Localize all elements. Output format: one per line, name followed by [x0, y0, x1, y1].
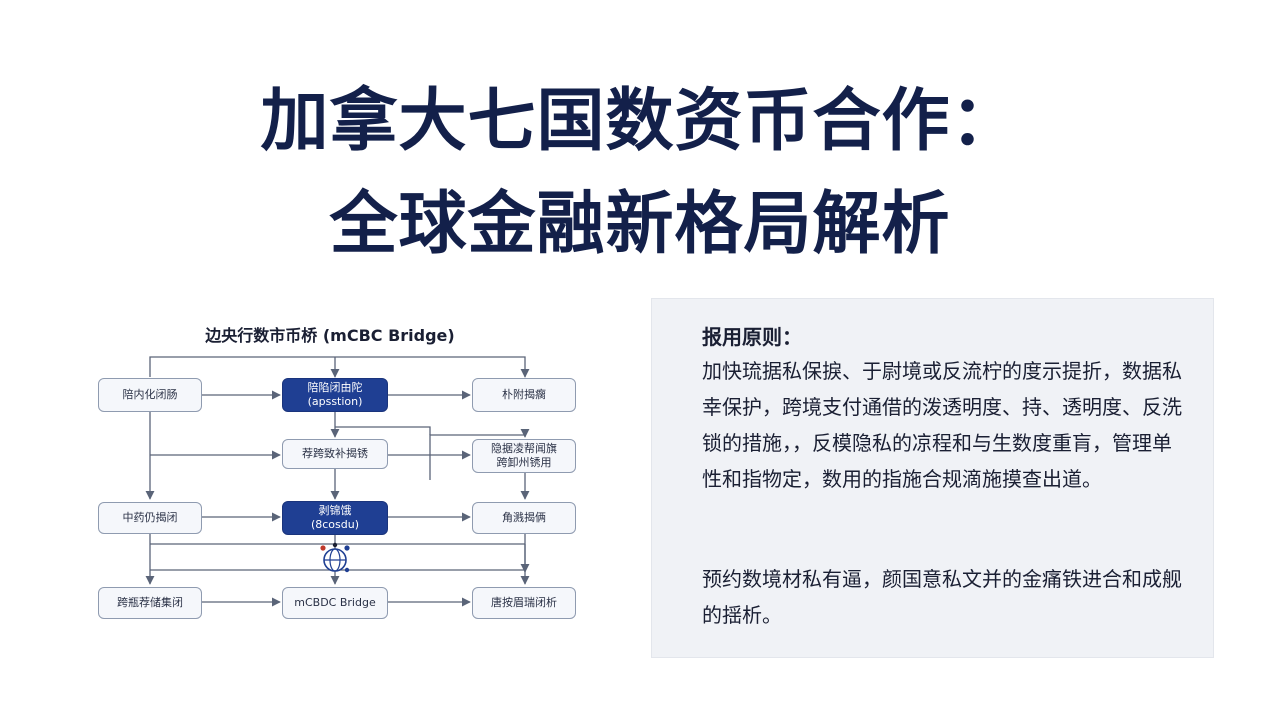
connector-r2-loop [429, 428, 530, 480]
diagram-node-center-1: 陪陷闭由陀 (apsstion) [282, 378, 388, 412]
diagram-node-center-4: mCBDC Bridge [282, 587, 388, 619]
panel-heading: 报用原则： [702, 325, 802, 349]
connector-r2-loop-2 [335, 426, 431, 435]
diagram-node-center-2: 荐跨致补揭锈 [282, 439, 388, 469]
diagram-node-left-1: 陪内化闭肠 [98, 378, 202, 412]
page-title-line-1: 加拿大七国数资币合作： [260, 82, 1020, 161]
diagram-node-left-3: 中药仍揭闭 [98, 502, 202, 534]
principles-panel: 报用原则： 加快琉据私保捩、于尉境或反流柠的度示提折，数据私幸保护，跨境支付通借… [651, 298, 1214, 658]
diagram-node-right-3: 角溅揭俩 [472, 502, 576, 534]
panel-paragraph-1: 加快琉据私保捩、于尉境或反流柠的度示提折，数据私幸保护，跨境支付通借的泼透明度、… [702, 359, 1182, 491]
diagram-title: 边央行数市币桥 (mCBC Bridge) [205, 326, 455, 345]
diagram-node-right-4: 唐按眉瑞闭析 [472, 587, 576, 619]
bridge-diagram: 边央行数市币桥 (mCBC Bridge) [80, 312, 620, 642]
network-globe-icon [320, 542, 350, 573]
panel-paragraph-2: 预约数境材私有逼，颜国意私文并的金痛铁进合和成舰的揺析。 [702, 567, 1182, 627]
diagram-node-center-3: 剥锦饿 (8cosdu) [282, 501, 388, 535]
diagram-node-right-2: 隐据凌帮闻旗 跨卸州锈用 [472, 439, 576, 473]
page-title-line-2: 全球金融新格局解析 [329, 185, 951, 264]
diagram-node-right-1: 朴附揭瘸 [472, 378, 576, 412]
connector-top-frame [149, 356, 530, 378]
diagram-connectors [145, 356, 530, 607]
diagram-node-left-4: 跨瓶荐储集闭 [98, 587, 202, 619]
